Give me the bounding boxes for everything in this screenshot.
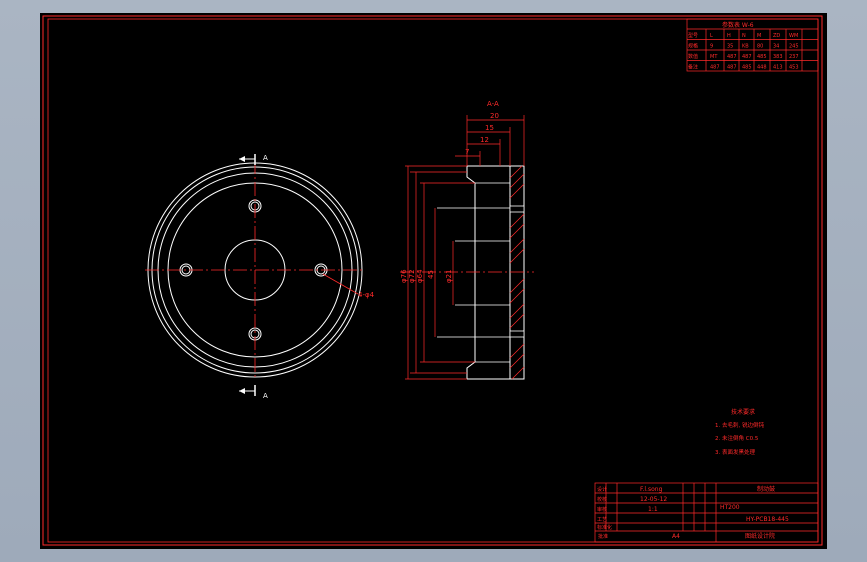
param-table-title: 参数表 W-6 bbox=[722, 21, 754, 29]
param-table-cell: N bbox=[742, 33, 746, 39]
param-table-cell: 34 bbox=[773, 44, 779, 50]
dim-12: 12 bbox=[480, 136, 489, 144]
dim-20: 20 bbox=[490, 112, 499, 120]
param-table-cell: 型号 bbox=[688, 32, 698, 39]
view-marker-top: A bbox=[263, 154, 268, 162]
param-table-cell: WM bbox=[789, 33, 798, 39]
note-item-3: 3. 表面发黑处理 bbox=[715, 448, 755, 456]
param-table-cell: H bbox=[727, 33, 731, 39]
param-table-cells: 型号 L H N M ZD WM 规格 9 35 KB 80 34 245 数值 MT 487 487 485 383… bbox=[688, 32, 799, 71]
front-view bbox=[145, 154, 365, 396]
param-table-cell: 9 bbox=[710, 44, 713, 50]
note-item-2: 2. 未注倒角 C0.5 bbox=[715, 434, 759, 442]
param-table bbox=[686, 18, 819, 72]
section-arrowhead-top bbox=[239, 156, 245, 162]
title-drawing-no: HY-PCB18-445 bbox=[746, 516, 789, 523]
drawing-canvas: A A 4-φ4 bbox=[40, 13, 827, 549]
param-table-cell: 448 bbox=[757, 65, 767, 71]
title-date: 12-05-12 bbox=[640, 496, 667, 503]
title-part-name: 制动鼓 bbox=[757, 485, 775, 493]
dim-dia72: φ72 bbox=[408, 269, 416, 283]
cad-drawing: A A 4-φ4 bbox=[42, 15, 823, 546]
param-table-cell: 383 bbox=[773, 54, 783, 60]
param-table-cell: 245 bbox=[789, 44, 799, 50]
dim-dia21: φ21 bbox=[445, 269, 453, 283]
dim-dia64: φ64 bbox=[416, 269, 424, 283]
title-block bbox=[594, 482, 819, 543]
param-table-cell: 453 bbox=[789, 65, 799, 71]
title-block-label: 工艺 bbox=[597, 517, 607, 523]
param-table-cell: 备注 bbox=[688, 64, 698, 71]
title-sheet: A4 bbox=[672, 533, 680, 540]
notes-title: 技术要求 bbox=[731, 408, 755, 416]
param-table-cell: 487 bbox=[710, 65, 720, 71]
param-table-cell: M bbox=[757, 33, 761, 39]
dim-7: 7 bbox=[465, 148, 469, 156]
dim-15: 15 bbox=[485, 124, 494, 132]
title-company: 图纸设计院 bbox=[745, 532, 775, 540]
param-table-cell: 237 bbox=[789, 54, 799, 60]
hole-leader-line bbox=[322, 273, 359, 295]
param-table-cell: 485 bbox=[757, 54, 767, 60]
inner-frame bbox=[47, 18, 819, 543]
view-marker-bottom: A bbox=[263, 392, 268, 400]
hole-callout: 4-φ4 bbox=[358, 291, 375, 299]
param-table-cell: 80 bbox=[757, 44, 763, 50]
section-view bbox=[400, 115, 534, 380]
note-item-1: 1. 去毛刺, 锐边倒钝 bbox=[715, 421, 764, 429]
outer-frame bbox=[42, 15, 823, 546]
param-table-cell: L bbox=[710, 33, 713, 39]
title-block-label: 批准 bbox=[598, 533, 608, 540]
param-table-cell: KB bbox=[742, 44, 749, 50]
title-material: HT200 bbox=[720, 504, 740, 511]
title-block-label: 校核 bbox=[597, 496, 607, 503]
param-table-cell: 规格 bbox=[688, 43, 698, 50]
title-block-label: 标准化 bbox=[597, 524, 612, 531]
param-table-cell: 35 bbox=[727, 44, 733, 50]
param-table-cell: 413 bbox=[773, 65, 783, 71]
param-table-cell: 485 bbox=[742, 65, 752, 71]
param-table-cell: 数值 bbox=[688, 53, 698, 60]
dim-dia76: φ76 bbox=[400, 269, 408, 283]
dim-45: 45 bbox=[427, 270, 435, 279]
section-arrowhead-bottom bbox=[239, 388, 245, 394]
param-table-cell: 487 bbox=[727, 54, 737, 60]
title-block-label: 设计 bbox=[597, 486, 607, 493]
param-table-cell: MT bbox=[710, 54, 718, 60]
section-label: A-A bbox=[487, 100, 499, 108]
title-scale: 1:1 bbox=[648, 506, 658, 513]
title-block-label: 审核 bbox=[597, 506, 607, 513]
param-table-cell: 487 bbox=[727, 65, 737, 71]
title-designer: F.l.song bbox=[640, 486, 663, 493]
param-table-cell: 487 bbox=[742, 54, 752, 60]
param-table-cell: ZD bbox=[773, 33, 780, 39]
